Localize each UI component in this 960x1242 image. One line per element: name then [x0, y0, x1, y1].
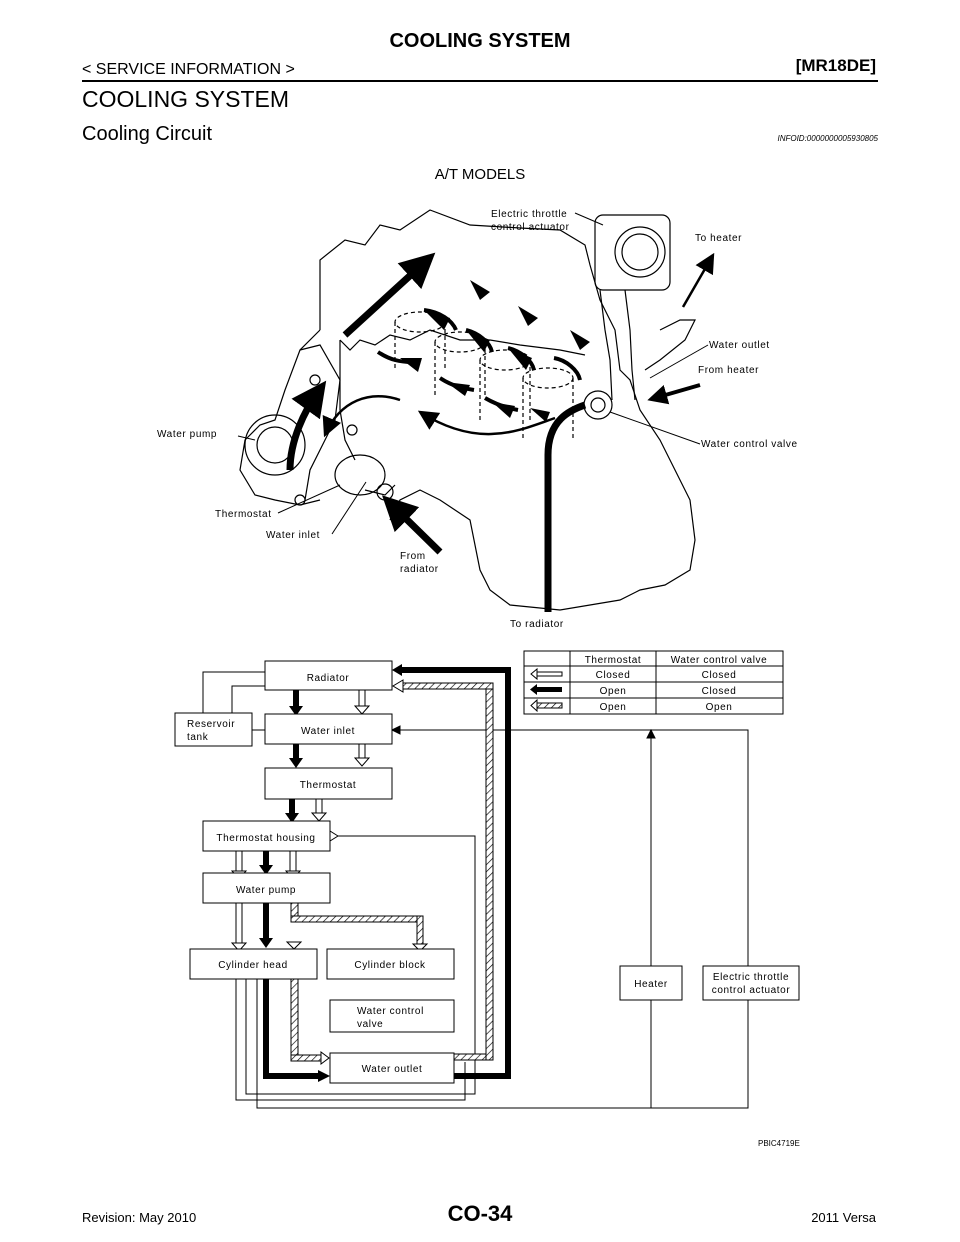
legend-table [523, 650, 784, 715]
box-water-outlet [329, 1052, 455, 1084]
footer-page-number: CO-34 [447, 1201, 513, 1226]
legend-row1-wcv: Closed [702, 670, 737, 681]
label-from-heater: From heater [698, 365, 759, 376]
box-water-pump [202, 872, 331, 904]
legend-symbol-hatched [530, 698, 563, 713]
flow-wcv-2: valve [357, 1019, 383, 1030]
figure-title: A/T MODELS [434, 166, 526, 183]
label-water-control-valve: Water control valve [701, 439, 798, 450]
flow-water-pump: Water pump [236, 885, 296, 896]
engine-model: [MR18DE] [795, 56, 876, 75]
footer-revision: Revision: May 2010 [82, 1210, 197, 1225]
label-water-pump: Water pump [157, 429, 217, 440]
box-water-inlet [264, 713, 393, 745]
label-from-radiator-1: From [400, 551, 426, 562]
flow-water-inlet: Water inlet [301, 726, 355, 737]
page-header-title: COOLING SYSTEM [389, 30, 571, 52]
section-breadcrumb: < SERVICE INFORMATION > [82, 61, 295, 78]
footer-vehicle: 2011 Versa [811, 1210, 876, 1225]
flow-thermostat: Thermostat [300, 780, 357, 791]
box-radiator [264, 660, 393, 691]
legend-symbol-open [530, 667, 563, 681]
legend-row3-wcv: Open [706, 702, 733, 713]
flow-cylinder-block: Cylinder block [354, 960, 426, 971]
label-to-radiator: To radiator [510, 619, 564, 630]
label-thermostat: Thermostat [215, 509, 272, 520]
label-etca-2: control actuator [491, 222, 570, 233]
box-cylinder-block [326, 948, 455, 980]
legend-col-wcv: Water control valve [671, 655, 768, 666]
box-cylinder-head [189, 948, 318, 980]
header-divider [82, 80, 878, 82]
flow-radiator: Radiator [307, 673, 350, 684]
box-thermostat [264, 767, 393, 800]
label-to-heater: To heater [695, 233, 742, 244]
flow-cylinder-head: Cylinder head [218, 960, 288, 971]
info-id: INFOID:0000000005930805 [777, 134, 878, 143]
box-etca [702, 965, 800, 1001]
box-thermostat-housing [202, 820, 331, 852]
flow-etca-2: control actuator [712, 985, 791, 996]
box-reservoir-tank [174, 712, 253, 747]
label-etca-1: Electric throttle [491, 209, 567, 220]
flow-wcv-1: Water control [357, 1006, 424, 1017]
section-title: COOLING SYSTEM [82, 86, 290, 112]
legend-row2-wcv: Closed [702, 686, 737, 697]
legend-symbol-solid [530, 684, 562, 695]
flow-reservoir-2: tank [187, 732, 209, 743]
label-from-radiator-2: radiator [400, 564, 439, 575]
flow-etca-1: Electric throttle [713, 972, 789, 983]
legend-row3-thermostat: Open [600, 702, 627, 713]
flow-reservoir-1: Reservoir [187, 719, 235, 730]
figure-code: PBIC4719E [758, 1139, 800, 1148]
legend-row1-thermostat: Closed [596, 670, 631, 681]
label-water-outlet: Water outlet [709, 340, 770, 351]
flow-thermostat-housing: Thermostat housing [216, 833, 315, 844]
flow-water-outlet: Water outlet [362, 1064, 423, 1075]
label-water-inlet: Water inlet [266, 530, 320, 541]
box-heater [619, 965, 683, 1001]
legend-row2-thermostat: Open [600, 686, 627, 697]
subsection-title: Cooling Circuit [82, 123, 213, 145]
box-water-control-valve [329, 999, 455, 1033]
flow-heater: Heater [634, 979, 668, 990]
legend-col-thermostat: Thermostat [585, 655, 642, 666]
